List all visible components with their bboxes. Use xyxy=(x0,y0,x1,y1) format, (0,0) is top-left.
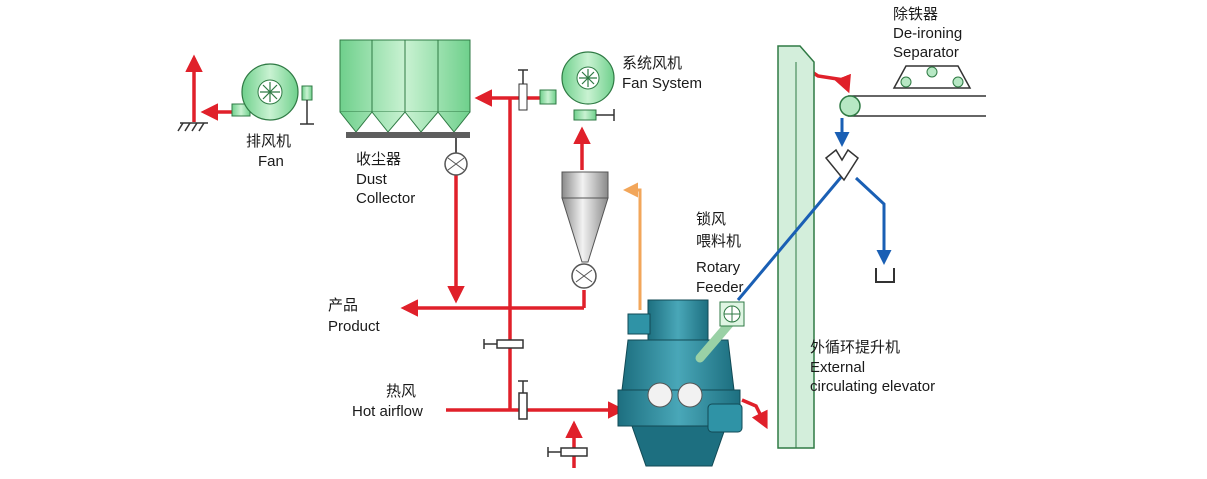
svg-text:Feeder: Feeder xyxy=(696,279,744,296)
svg-text:产品: 产品 xyxy=(328,296,358,314)
label-de-ironing-separator: 除铁器 De-ironing Separator xyxy=(893,5,962,61)
label-fan-system: 系统风机 Fan System xyxy=(622,54,702,92)
cyclone-icon xyxy=(561,171,609,289)
svg-text:Product: Product xyxy=(328,318,381,335)
label-external-elevator: 外循环提升机 External circulating elevator xyxy=(810,338,935,395)
svg-text:排风机: 排风机 xyxy=(246,132,291,150)
svg-text:De-ironing: De-ironing xyxy=(893,25,962,42)
svg-text:系统风机: 系统风机 xyxy=(622,54,682,72)
label-hot-airflow: 热风 Hot airflow xyxy=(352,382,423,420)
svg-text:Dust: Dust xyxy=(356,171,388,188)
svg-text:Rotary: Rotary xyxy=(696,259,741,276)
material-flow-lines xyxy=(736,118,892,301)
svg-text:外循环提升机: 外循环提升机 xyxy=(810,338,900,356)
svg-text:热风: 热风 xyxy=(386,382,416,400)
svg-text:除铁器: 除铁器 xyxy=(893,5,938,23)
svg-text:Fan: Fan xyxy=(258,153,284,170)
label-dust-collector: 收尘器 Dust Collector xyxy=(356,150,415,207)
damper-valve-icon xyxy=(518,69,528,111)
label-product: 产品 Product xyxy=(328,296,381,335)
svg-text:External: External xyxy=(810,359,865,376)
svg-text:Collector: Collector xyxy=(356,190,415,207)
belt-conveyor-icon xyxy=(839,95,986,117)
svg-text:喂料机: 喂料机 xyxy=(696,232,741,250)
svg-text:锁风: 锁风 xyxy=(696,210,726,228)
svg-text:Hot airflow: Hot airflow xyxy=(352,403,423,420)
svg-text:收尘器: 收尘器 xyxy=(356,150,401,168)
svg-text:circulating elevator: circulating elevator xyxy=(810,378,935,395)
de-ironing-separator-icon xyxy=(892,65,972,89)
exhaust-fan-icon xyxy=(231,63,314,125)
splitter-icon xyxy=(824,148,859,182)
dust-collector-icon xyxy=(339,39,471,176)
rotary-feeder-icon xyxy=(719,301,745,327)
ground-symbol xyxy=(177,122,208,132)
collection-bin-icon xyxy=(875,268,895,283)
system-fan-icon xyxy=(539,51,615,121)
separator-return-pipe xyxy=(623,182,642,310)
valve-icons xyxy=(483,339,588,457)
svg-text:Separator: Separator xyxy=(893,44,959,61)
label-exhaust-fan: 排风机 Fan xyxy=(246,132,291,170)
svg-text:Fan System: Fan System xyxy=(622,75,702,92)
label-rotary-feeder: 锁风 喂料机 Rotary Feeder xyxy=(696,210,744,296)
hot-air-pipes xyxy=(185,54,851,468)
